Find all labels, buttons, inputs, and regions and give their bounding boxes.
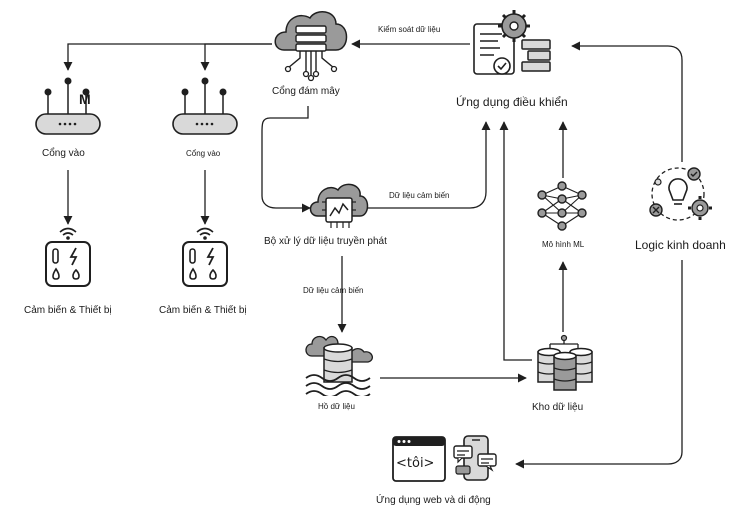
gateway-2-label: Cổng vào — [186, 149, 221, 158]
edge-processor-to-control — [366, 121, 491, 209]
cloud-gateway-label: Cổng đám mây — [272, 86, 340, 97]
device-1-label: Cảm biến & Thiết bị — [24, 305, 112, 316]
ml-model-label: Mô hình ML — [542, 240, 585, 249]
edge-warehouse-to-control — [499, 121, 532, 361]
control-app-icon — [473, 10, 551, 75]
edge-label-control-data: Kiểm soát dữ liệu — [378, 25, 441, 34]
edge-cloud-to-processor — [261, 106, 311, 213]
cloud-server-icon — [274, 11, 348, 82]
edge-logic-to-control — [571, 41, 683, 162]
data-warehouse-label: Kho dữ liệu — [532, 402, 584, 413]
stream-processor-label: Bộ xử lý dữ liệu truyền phát — [264, 236, 387, 247]
web-tag-text: <tôi> — [396, 456, 435, 471]
data-warehouse-icon — [537, 334, 593, 391]
gateway-1-label: Cổng vào — [42, 148, 85, 159]
edge-cloud-to-gateway-1 — [63, 43, 272, 71]
sensor-device-icon — [182, 227, 228, 287]
stream-processor-icon — [309, 183, 369, 228]
control-app-label: Ứng dụng điều khiển — [456, 95, 568, 109]
edge-logic-to-web — [515, 260, 683, 469]
router-icon — [35, 77, 101, 135]
data-lake-icon — [305, 335, 373, 396]
device-2-label: Cảm biến & Thiết bị — [159, 305, 247, 316]
router-icon — [172, 77, 238, 135]
web-mobile-label: Ứng dụng web và di động — [376, 495, 491, 506]
sensor-device-icon — [45, 227, 91, 287]
business-logic-label: Logic kinh doanh — [635, 238, 726, 252]
edge-cloud-to-gateway-2 — [200, 43, 272, 71]
edge-label-sensor-data: Dữ liệu cảm biến — [303, 286, 364, 295]
web-browser-icon — [392, 436, 446, 482]
mobile-app-icon — [453, 435, 497, 481]
edge-label-sensor-data: Dữ liệu cảm biến — [389, 191, 450, 200]
data-lake-label: Hồ dữ liệu — [318, 402, 355, 411]
router-mark: M — [79, 91, 91, 107]
business-logic-icon — [649, 167, 712, 221]
neural-network-icon — [537, 181, 587, 231]
